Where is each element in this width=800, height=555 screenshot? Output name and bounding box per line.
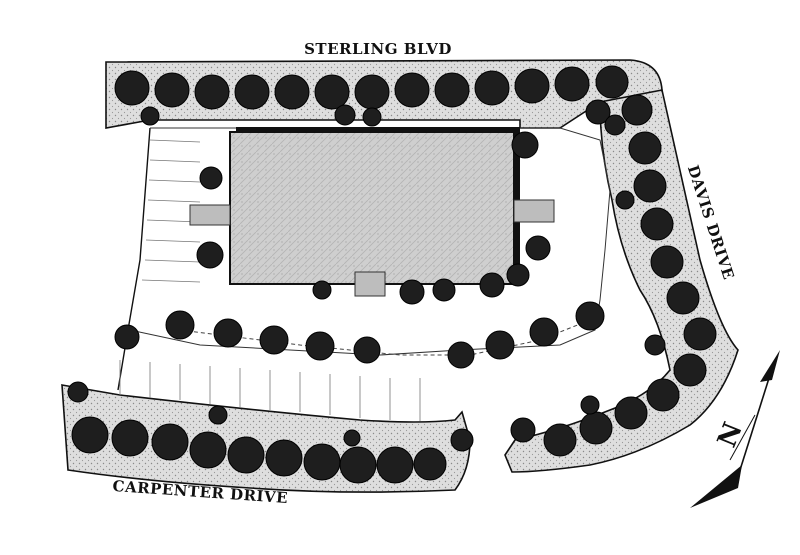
- south-parking-stalls: [119, 360, 421, 421]
- north-arrow-icon: [690, 350, 780, 508]
- parking-lot-boundary: [129, 127, 611, 356]
- building-footprint: [189, 127, 555, 297]
- tree-canopy-group: [67, 65, 717, 484]
- west-site-boundary: [117, 127, 151, 391]
- street-label-sterling: STERLING BLVD: [304, 40, 452, 58]
- north-label: N: [712, 418, 749, 451]
